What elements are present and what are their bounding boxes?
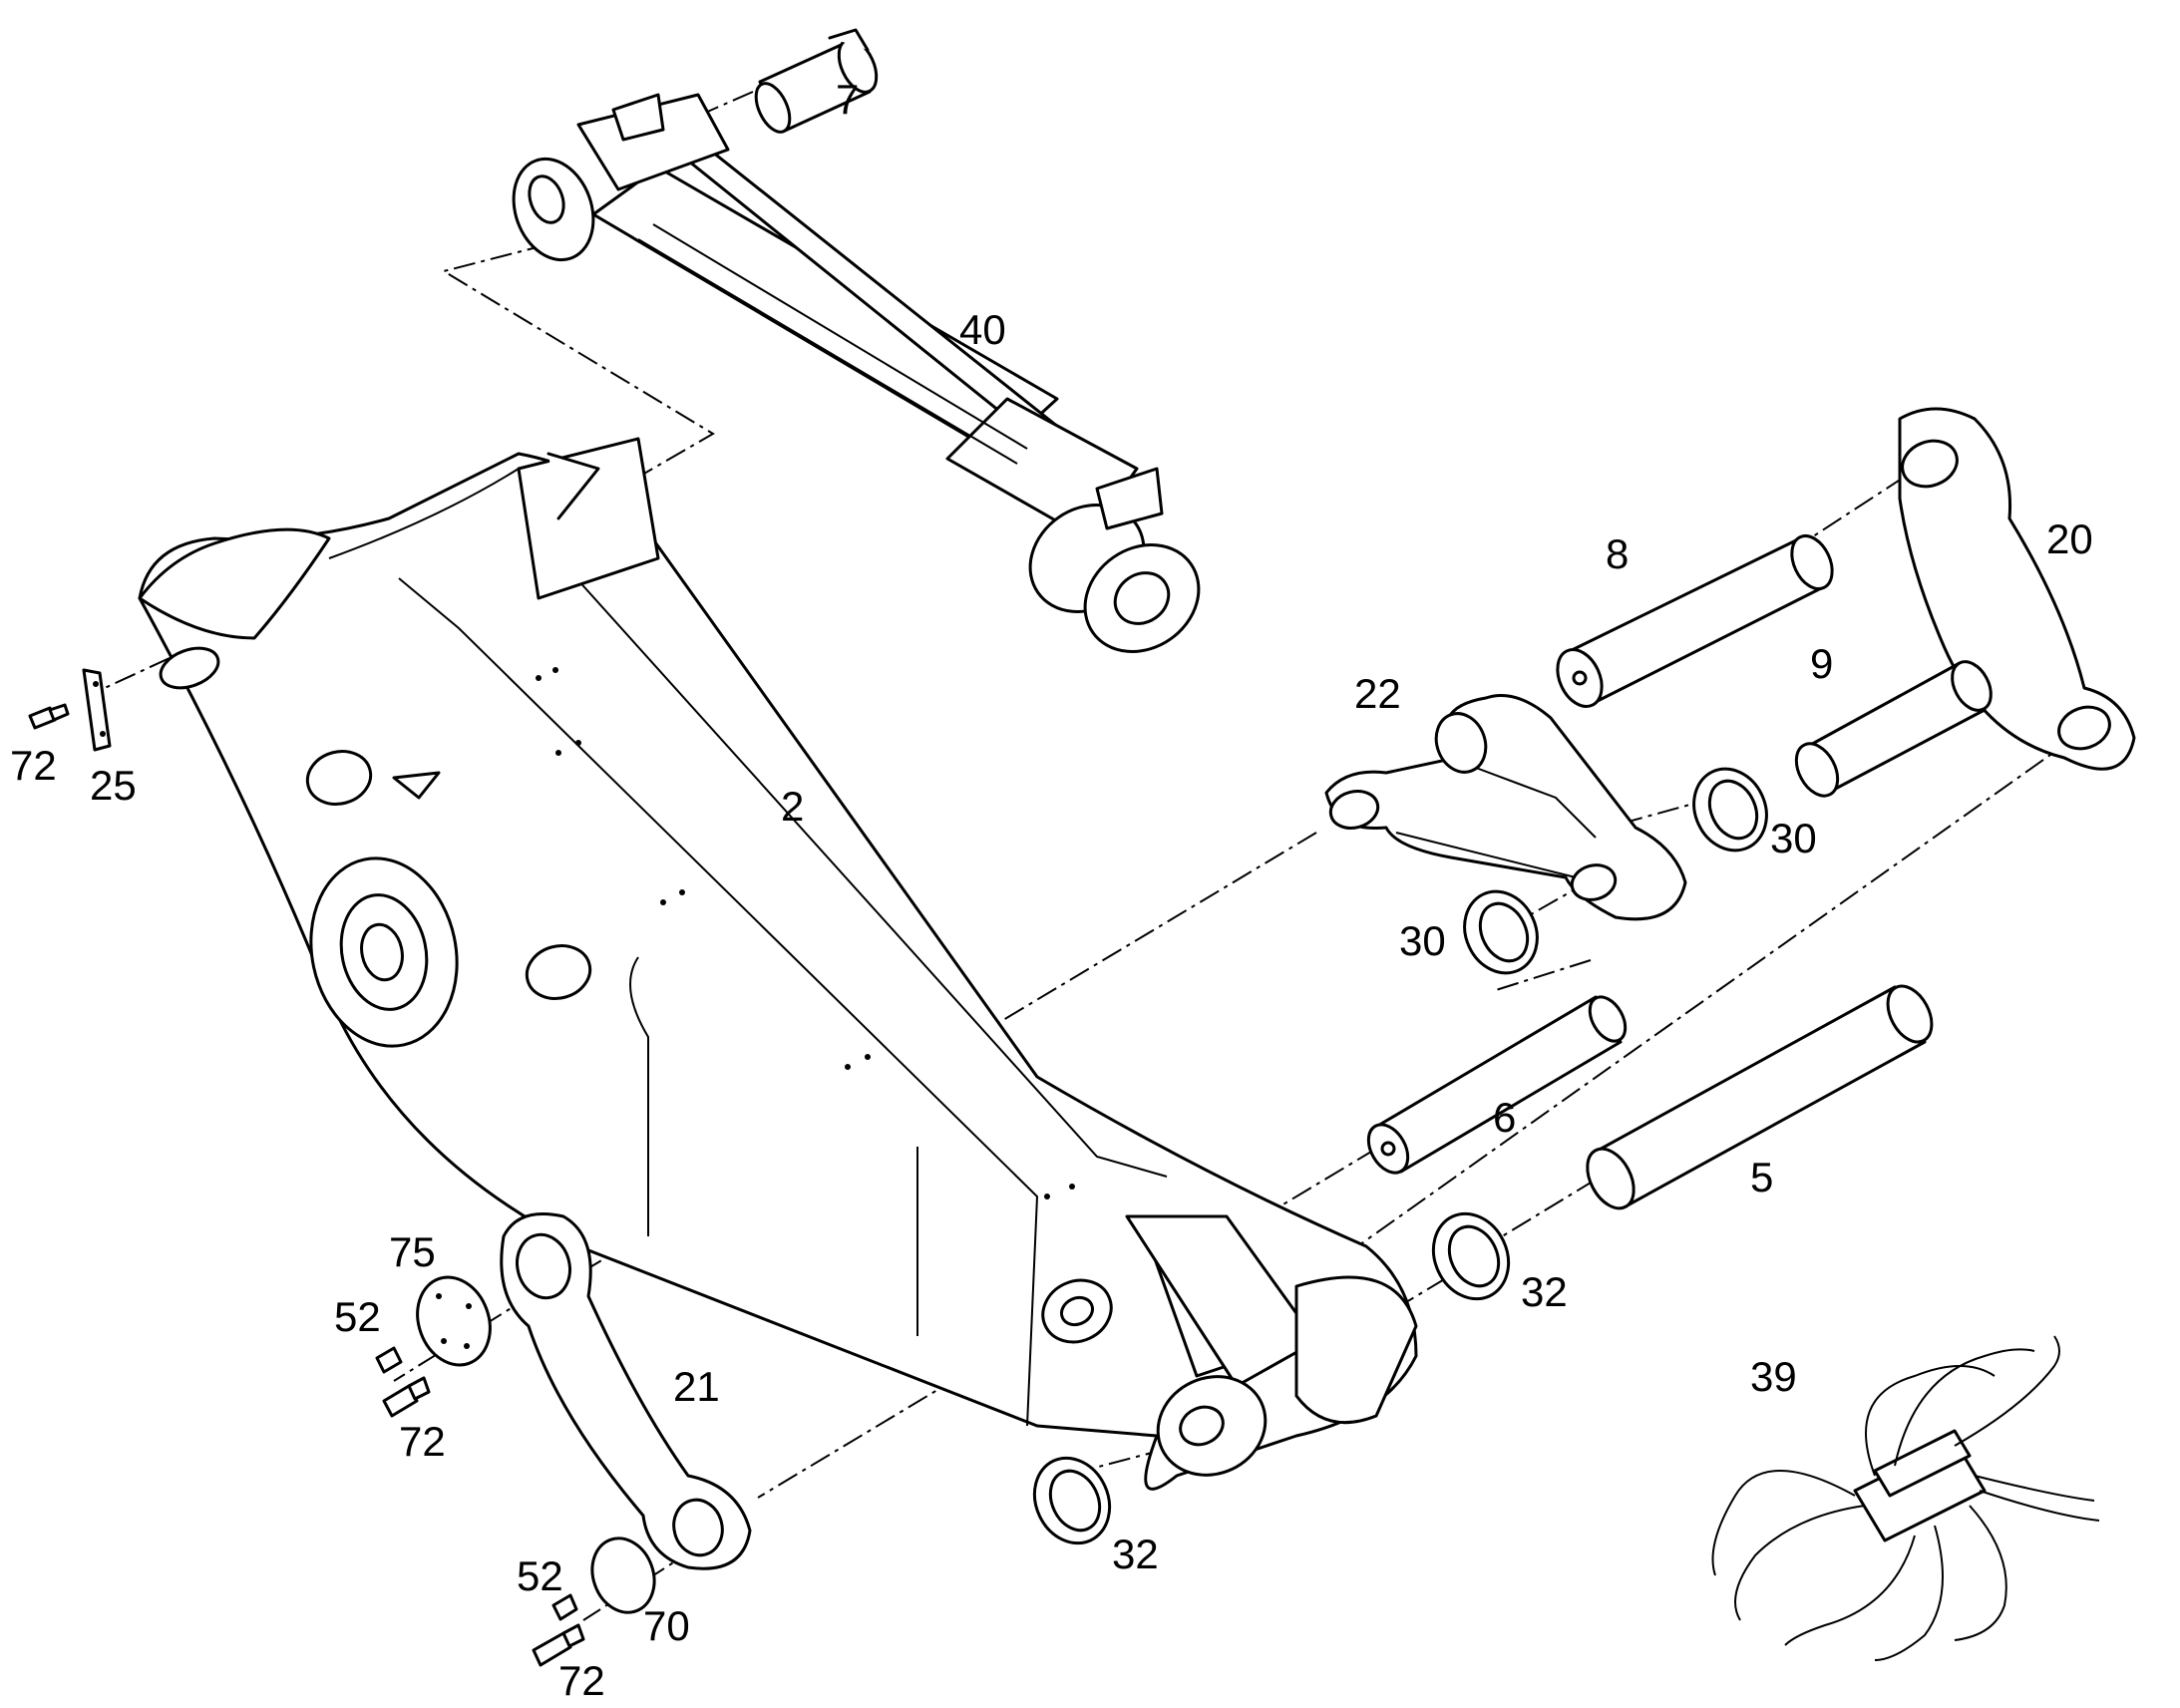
- part-32-ring-upper: [1431, 1211, 1511, 1301]
- boom-bolt-holes: [536, 667, 1075, 1199]
- part-30-ring-upper: [1692, 767, 1768, 853]
- callout-6: 6: [1493, 1094, 1516, 1141]
- callout-30-upper: 30: [1770, 815, 1817, 861]
- part-6-pin: [1366, 995, 1628, 1175]
- part-39-valve-block-hoses: [1711, 1335, 2100, 1661]
- callout-7: 7: [836, 76, 859, 123]
- part-22-lever: [1324, 694, 1687, 921]
- callout-2: 2: [781, 783, 804, 830]
- callout-70: 70: [643, 1602, 690, 1649]
- callout-21: 21: [673, 1363, 720, 1410]
- callout-32-upper: 32: [1521, 1268, 1568, 1315]
- part-72-bolt-middle: [382, 1376, 431, 1418]
- part-20-link: [1898, 407, 2136, 771]
- part-2-boom-arm: [138, 437, 1418, 1491]
- callout-52-upper: 52: [334, 1293, 381, 1340]
- callout-72-bottom: 72: [558, 1657, 605, 1704]
- callout-75: 75: [389, 1228, 436, 1275]
- callout-72-middle: 72: [399, 1418, 446, 1465]
- part-72-bolt-bottom: [532, 1623, 585, 1667]
- part-52-grease-nipple-lower: [551, 1593, 578, 1621]
- part-52-grease-nipple-upper: [375, 1346, 403, 1374]
- part-7-pin: [754, 28, 879, 134]
- part-25-plate: [82, 668, 112, 752]
- part-9-pin: [1794, 660, 1993, 798]
- callout-39: 39: [1750, 1353, 1797, 1400]
- callout-30-lower: 30: [1399, 917, 1446, 964]
- callout-22: 22: [1354, 670, 1401, 717]
- part-40-hydraulic-cylinder: [512, 93, 1201, 653]
- part-21-link: [500, 1212, 752, 1570]
- callout-40: 40: [959, 306, 1006, 353]
- callout-labels: 7 40 8 20 9 22 2 72 25 30 30 6 5 75 52 7…: [10, 76, 2093, 1704]
- part-75-cover-plate: [416, 1275, 492, 1367]
- part-8-pin: [1556, 534, 1834, 708]
- callout-52-lower: 52: [517, 1552, 563, 1599]
- part-70-cover-plate: [590, 1537, 656, 1614]
- part-5-pin: [1586, 984, 1934, 1210]
- part-30-ring-lower: [1463, 889, 1539, 975]
- callout-72-left: 72: [10, 742, 57, 789]
- callout-8: 8: [1606, 530, 1629, 577]
- callout-20: 20: [2046, 515, 2093, 562]
- callout-32-lower: 32: [1112, 1531, 1159, 1577]
- callout-5: 5: [1750, 1154, 1773, 1200]
- callout-25: 25: [90, 762, 137, 809]
- callout-9: 9: [1810, 640, 1833, 687]
- part-72-bolt-left: [28, 703, 70, 730]
- part-32-ring-lower: [1032, 1456, 1112, 1545]
